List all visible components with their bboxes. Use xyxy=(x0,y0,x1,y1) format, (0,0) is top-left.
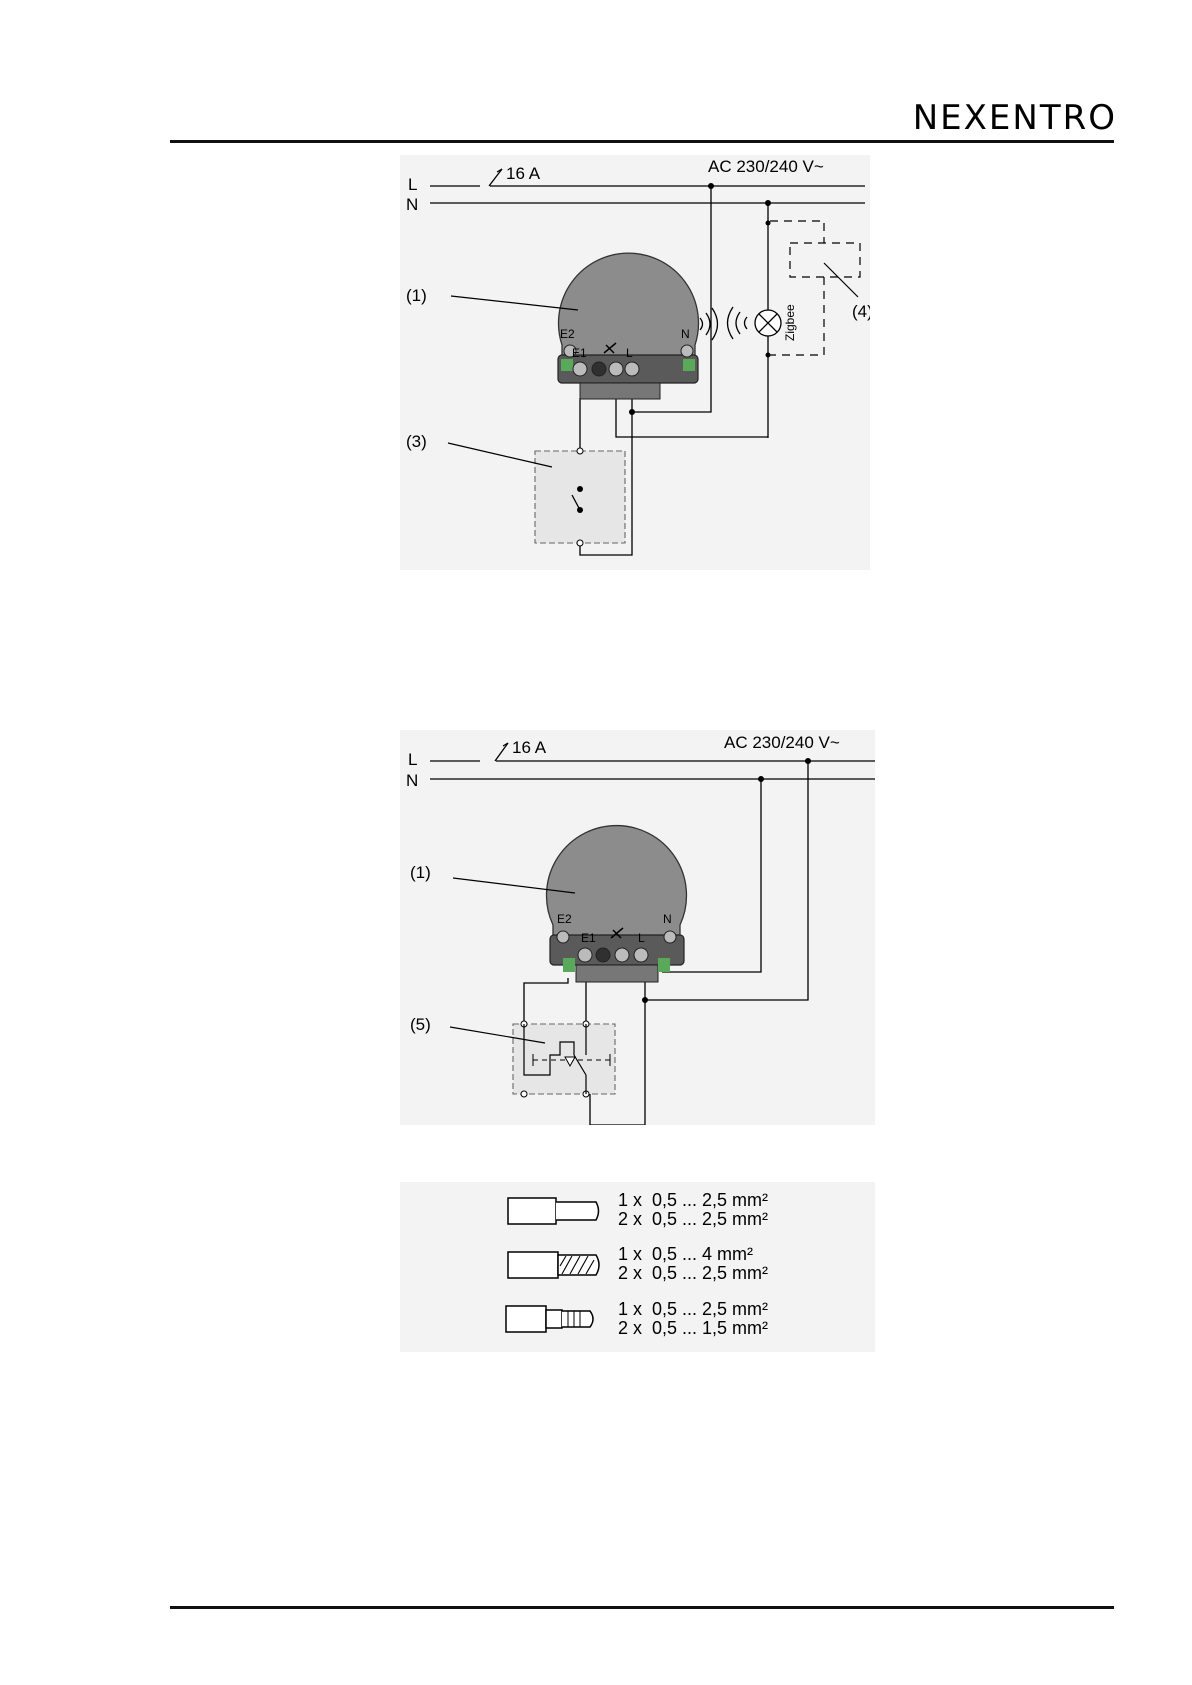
conductor-count: 2 x xyxy=(618,1209,642,1229)
line-l-label: L xyxy=(408,175,417,194)
conductor-range: 0,5 ... 2,5 mm² xyxy=(652,1209,768,1229)
conductor-cross-sections: 1 x 0,5 ... 2,5 mm² 2 x 0,5 ... 2,5 mm² … xyxy=(400,1182,875,1352)
conductor-range: 0,5 ... 2,5 mm² xyxy=(652,1263,768,1283)
fuse-label: 16 A xyxy=(506,164,541,183)
terminal-l: L xyxy=(638,931,645,945)
conductor-count: 2 x xyxy=(618,1318,642,1338)
lamp-icon xyxy=(755,310,781,336)
conductor-count: 1 x xyxy=(618,1190,642,1210)
terminal-n: N xyxy=(681,327,690,341)
junction-dot xyxy=(766,221,771,226)
terminal-e1: E1 xyxy=(581,931,596,945)
brand-logo: NEXENTRO xyxy=(913,98,1117,138)
actuator-device xyxy=(547,826,687,982)
wiring-diagram-1: L N 16 A AC 230/240 V~ Zigbee (4) xyxy=(400,155,870,570)
terminal-e1: E1 xyxy=(572,346,587,360)
callout-5: (5) xyxy=(410,1015,431,1034)
terminal-e2: E2 xyxy=(557,912,572,926)
two-way-switch-box xyxy=(513,1021,615,1097)
terminal-e2: E2 xyxy=(560,327,575,341)
fuse-label: 16 A xyxy=(512,738,547,757)
stranded-wire-icon xyxy=(508,1252,599,1278)
callout-1: (1) xyxy=(410,863,431,882)
footer-rule xyxy=(170,1606,1114,1609)
pushbutton-box xyxy=(535,448,625,546)
line-n-label: N xyxy=(406,771,418,790)
header-rule xyxy=(170,140,1114,143)
zigbee-label: Zigbee xyxy=(783,304,797,341)
wiring-diagram-2: L N 16 A AC 230/240 V~ E2 E1 L N (1) xyxy=(400,730,875,1125)
callout-1: (1) xyxy=(406,286,427,305)
callout-4: (4) xyxy=(852,302,870,321)
line-n-label: N xyxy=(406,195,418,214)
junction-dot xyxy=(629,409,635,415)
conductor-range: 0,5 ... 1,5 mm² xyxy=(652,1318,768,1338)
voltage-label: AC 230/240 V~ xyxy=(708,157,824,176)
terminal-l: L xyxy=(626,346,633,360)
junction-dot xyxy=(766,353,771,358)
solid-wire-icon xyxy=(508,1198,599,1224)
callout-3: (3) xyxy=(406,432,427,451)
conductor-range: 0,5 ... 2,5 mm² xyxy=(652,1299,768,1319)
line-l-label: L xyxy=(408,750,417,769)
conductor-count: 2 x xyxy=(618,1263,642,1283)
conductor-range: 0,5 ... 2,5 mm² xyxy=(652,1190,768,1210)
actuator-device xyxy=(558,253,699,399)
voltage-label: AC 230/240 V~ xyxy=(724,733,840,752)
conductor-range: 0,5 ... 4 mm² xyxy=(652,1244,753,1264)
conductor-count: 1 x xyxy=(618,1244,642,1264)
terminal-n: N xyxy=(663,912,672,926)
conductor-count: 1 x xyxy=(618,1299,642,1319)
